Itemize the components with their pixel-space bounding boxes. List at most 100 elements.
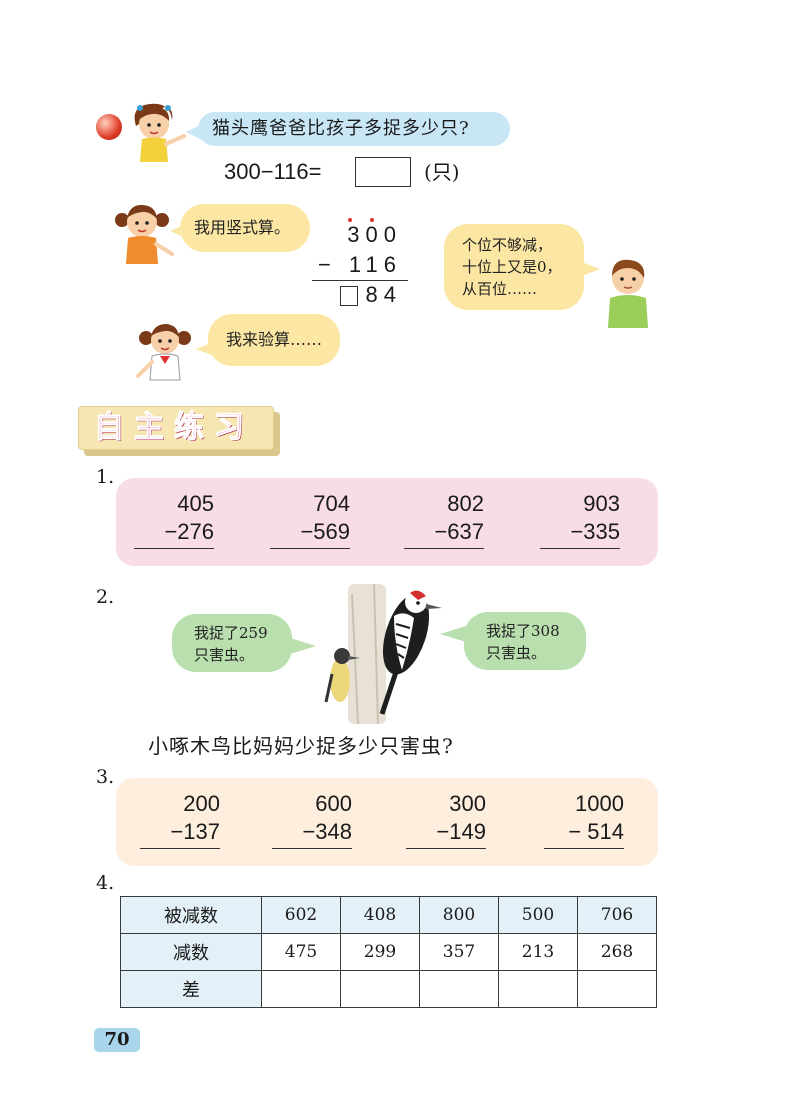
boy-icon	[608, 259, 648, 328]
borrow-dot	[348, 218, 352, 222]
girl-pointing-icon	[134, 103, 186, 162]
ex3-problem-3-top: 300	[449, 791, 486, 816]
ex1-problem-2-top: 704	[313, 491, 350, 516]
bubble-girl1-text: 我用竖式算。	[194, 218, 291, 237]
bubble-girl2-text: 我来验算……	[226, 330, 323, 349]
intro-equation: 300−116=	[224, 159, 322, 184]
ex3-problem-4: 1000 − 514	[544, 790, 624, 849]
ex1-problem-4-line	[540, 548, 620, 549]
bubble-girl2: 我来验算……	[208, 314, 340, 366]
ex2-left-line2: 只害虫。	[194, 646, 255, 664]
bubble-girl1: 我用竖式算。	[180, 204, 310, 252]
vertical-line	[312, 280, 408, 281]
section-title: 自主练习	[94, 411, 254, 445]
table-cell: 299	[340, 933, 420, 971]
table-cell: 500	[498, 896, 578, 934]
ex1-problem-2-line	[270, 548, 350, 549]
ex2-question: 小啄木鸟比妈妈少捉多少只害虫?	[148, 734, 454, 758]
ex1-problem-3-bottom: −637	[434, 519, 484, 544]
answer-cell[interactable]	[261, 970, 341, 1008]
intro-unit: (只)	[424, 160, 460, 184]
ex3-problem-4-top: 1000	[575, 791, 624, 816]
ex2-right-line1: 我捉了308	[486, 622, 560, 640]
table-cell: 213	[498, 933, 578, 971]
table-row: 被减数 602 408 800 500 706	[120, 896, 657, 934]
row-label-minuend: 被减数	[120, 896, 262, 934]
ex1-problem-1-top: 405	[177, 491, 214, 516]
answer-cell[interactable]	[577, 970, 657, 1008]
ex3-problem-2-line	[272, 848, 352, 849]
ex3-panel	[116, 778, 658, 866]
ex3-problem-1: 200 −137	[140, 790, 220, 849]
ex3-problem-1-top: 200	[183, 791, 220, 816]
table-cell: 268	[577, 933, 657, 971]
answer-cell[interactable]	[419, 970, 499, 1008]
bubble-boy-line3: 从百位……	[462, 280, 538, 298]
ex1-problem-1: 405 −276	[134, 490, 214, 549]
ex4-number: 4.	[96, 872, 115, 894]
answer-cell[interactable]	[498, 970, 578, 1008]
ex3-problem-1-line	[140, 848, 220, 849]
row-label-subtrahend: 减数	[120, 933, 262, 971]
ex1-problem-2: 704 −569	[270, 490, 350, 549]
ex1-problem-4: 903 −335	[540, 490, 620, 549]
ex1-number: 1.	[96, 466, 115, 488]
ex2-number: 2.	[96, 586, 115, 608]
ex3-problem-2-bottom: −348	[302, 819, 352, 844]
table-cell: 475	[261, 933, 341, 971]
ex1-problem-4-bottom: −335	[570, 519, 620, 544]
bubble-boy-line2: 十位上又是0，	[462, 258, 562, 276]
ex2-right-line2: 只害虫。	[486, 644, 547, 662]
ex1-problem-1-bottom: −276	[164, 519, 214, 544]
ex1-panel	[116, 478, 658, 566]
section-title-box	[78, 406, 274, 450]
ex3-problem-4-bottom: − 514	[568, 819, 624, 844]
ex1-problem-3-line	[404, 548, 484, 549]
ex3-problem-1-bottom: −137	[170, 819, 220, 844]
ex3-problem-3: 300 −149	[406, 790, 486, 849]
vertical-result: 84	[365, 282, 402, 307]
ex3-problem-3-line	[406, 848, 486, 849]
answer-cell[interactable]	[340, 970, 420, 1008]
table-cell: 706	[577, 896, 657, 934]
table-cell: 357	[419, 933, 499, 971]
ex2-left-bubble: 我捉了259 只害虫。	[172, 614, 292, 672]
red-ball-icon	[96, 114, 122, 140]
bubble-tail	[440, 626, 466, 642]
borrow-dot	[370, 218, 374, 222]
vertical-top: 300	[347, 222, 402, 247]
ex1-problem-4-top: 903	[583, 491, 620, 516]
ex3-problem-3-bottom: −149	[436, 819, 486, 844]
table-row: 差	[120, 970, 657, 1008]
hundreds-blank-box[interactable]	[340, 286, 358, 306]
page-number-badge	[94, 1028, 140, 1052]
ex3-number: 3.	[96, 766, 115, 788]
ex3-problem-4-line	[544, 848, 624, 849]
ex1-problem-2-bottom: −569	[300, 519, 350, 544]
ex2-left-line1: 我捉了259	[194, 624, 268, 642]
ex3-problem-2-top: 600	[315, 791, 352, 816]
row-label-difference: 差	[120, 970, 262, 1008]
bubble-tail	[290, 638, 316, 654]
vertical-bottom: 116	[348, 252, 402, 277]
woodpeckers-icon	[324, 584, 442, 724]
table-cell: 408	[340, 896, 420, 934]
girl-with-pigtails-icon	[115, 204, 174, 264]
ex4-table: 被减数 602 408 800 500 706 减数 475 299 357 2…	[120, 896, 657, 1008]
intro-question: 猫头鹰爸爸比孩子多捉多少只?	[212, 118, 470, 139]
answer-box[interactable]	[355, 157, 411, 187]
page-number: 70	[104, 1029, 130, 1050]
bubble-boy-line1: 个位不够减，	[462, 236, 553, 254]
bubble-tail	[582, 262, 600, 276]
ex2-right-bubble: 我捉了308 只害虫。	[464, 612, 586, 670]
ex1-problem-1-line	[134, 548, 214, 549]
ex1-problem-3: 802 −637	[404, 490, 484, 549]
table-cell: 800	[419, 896, 499, 934]
ex3-problem-2: 600 −348	[272, 790, 352, 849]
ex1-problem-3-top: 802	[447, 491, 484, 516]
girl-waving-icon	[136, 324, 191, 381]
table-row: 减数 475 299 357 213 268	[120, 933, 657, 971]
bubble-boy: 个位不够减， 十位上又是0， 从百位……	[444, 224, 584, 310]
vertical-operator: −	[318, 252, 331, 277]
question-bubble	[198, 112, 510, 146]
